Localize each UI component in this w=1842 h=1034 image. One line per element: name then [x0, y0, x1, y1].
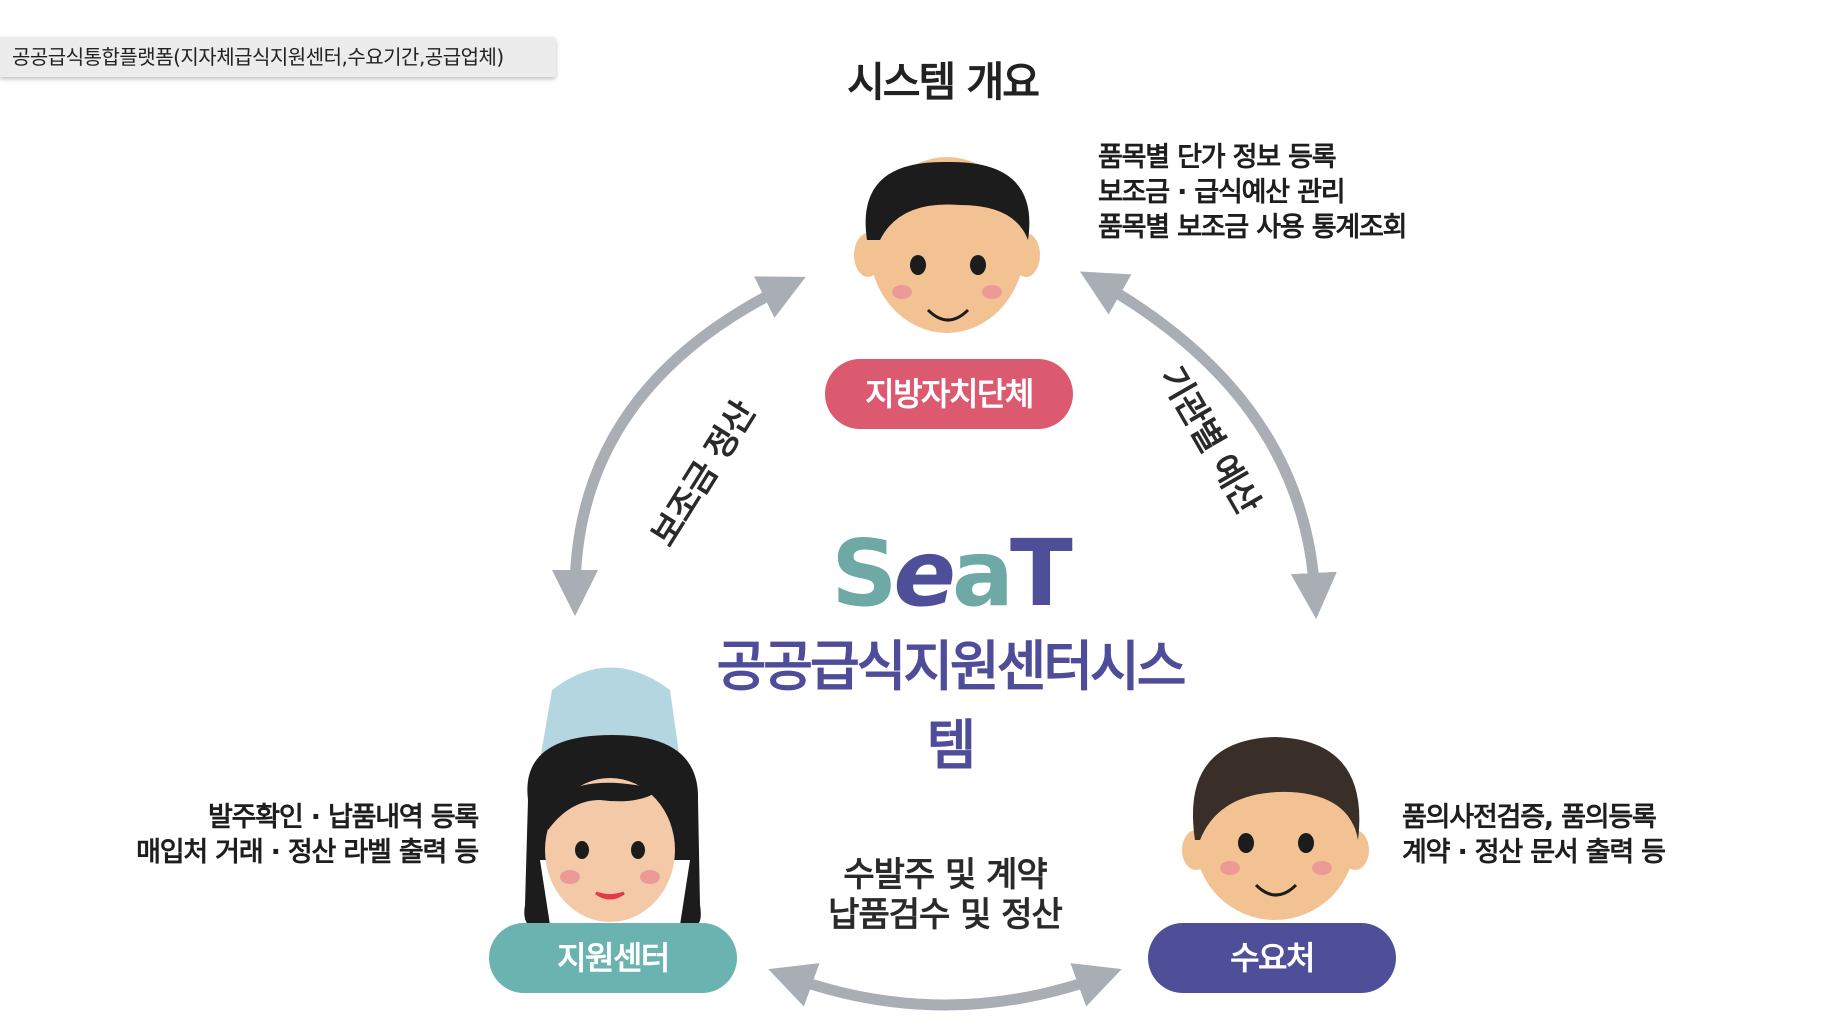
demand-desc-line: 품의사전검증, 품의등록: [1402, 802, 1657, 833]
logo-mark-e: e: [894, 520, 953, 627]
support-center-desc-line: 발주확인 · 납품내역 등록: [207, 802, 479, 833]
local-gov-character: [854, 157, 1040, 333]
local-gov-desc-line: 보조금 · 급식예산 관리: [1098, 177, 1346, 208]
flow-bottom-line: 수발주 및 계약: [843, 855, 1047, 895]
logo-mark-a: a: [952, 520, 1010, 627]
page-title: 시스템 개요: [847, 58, 1040, 106]
support-center-desc-line: 매입처 거래 · 정산 라벨 출력 등: [136, 837, 479, 868]
support-center-character: [524, 667, 701, 928]
demand-character: [1182, 737, 1369, 920]
demand-desc-line: 계약 · 정산 문서 출력 등: [1402, 837, 1666, 868]
logo-subtitle: 공공급식지원센터시스템: [716, 635, 1187, 777]
tab-label: 공공급식통합플랫폼(지자체급식지원센터,수요기간,공급업체): [0, 37, 556, 77]
flow-bottom-line: 납품검수 및 정산: [828, 895, 1063, 935]
logo-mark-s: S: [831, 520, 893, 627]
svg-text:SeaT: SeaT: [831, 520, 1073, 627]
demand-description: 품의사전검증, 품의등록 계약 · 정산 문서 출력 등: [1402, 800, 1666, 870]
local-gov-pill: 지방자치단체: [825, 359, 1073, 429]
support-center-description: 발주확인 · 납품내역 등록 매입처 거래 · 정산 라벨 출력 등: [136, 800, 479, 870]
arrow-agency-budget: [1079, 271, 1337, 620]
flow-label-order-contract: 수발주 및 계약 납품검수 및 정산: [795, 855, 1095, 935]
local-gov-desc-line: 품목별 단가 정보 등록: [1098, 142, 1337, 173]
local-gov-desc-line: 품목별 보조금 사용 통계조회: [1098, 212, 1407, 243]
logo-mark-t: T: [1010, 520, 1073, 627]
local-gov-description: 품목별 단가 정보 등록 보조금 · 급식예산 관리 품목별 보조금 사용 통계…: [1098, 140, 1407, 245]
arrow-order-contract: [768, 963, 1122, 1011]
seat-logo: SeaT: [831, 520, 1077, 627]
arrow-subsidy-settlement: [551, 276, 806, 617]
support-center-pill: 지원센터: [489, 923, 737, 993]
demand-pill: 수요처: [1148, 923, 1396, 993]
